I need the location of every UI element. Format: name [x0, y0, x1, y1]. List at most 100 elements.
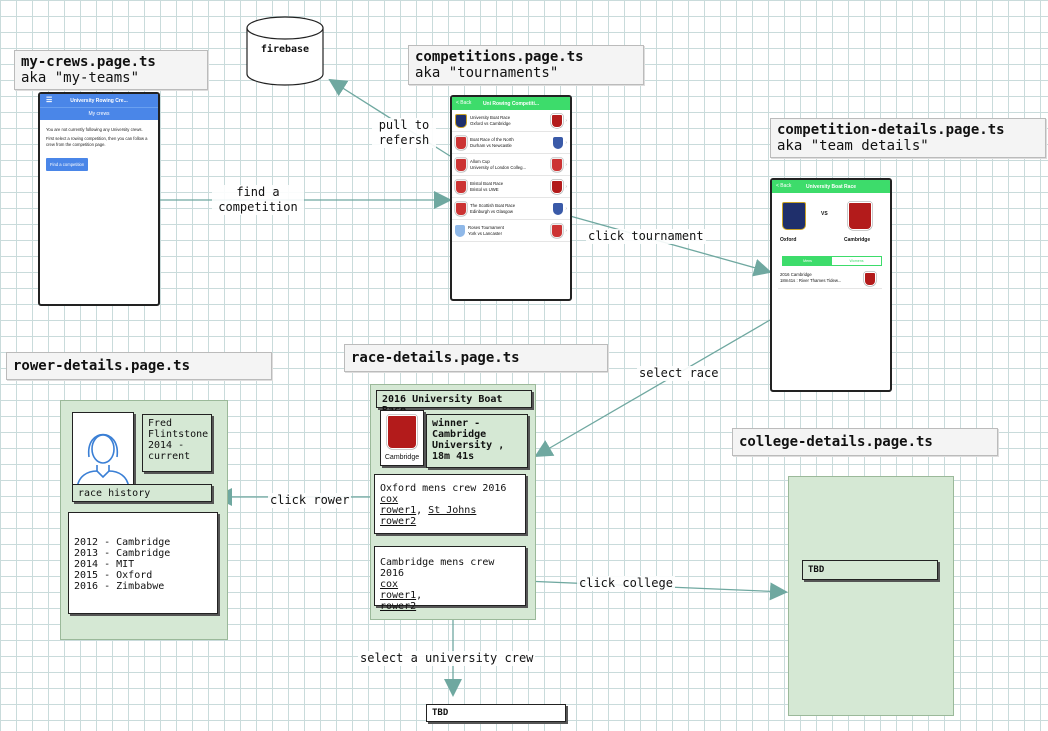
separator: ,: [416, 505, 429, 516]
app-title: University Boat Race: [805, 183, 857, 190]
tab-my-crews[interactable]: My crews: [40, 107, 158, 120]
history-item: 2012 - Cambridge: [74, 537, 171, 548]
right-crest-icon: [551, 113, 564, 128]
vs-label: VS: [821, 211, 828, 217]
title-race-details: race-details.page.ts: [344, 344, 608, 372]
page-alias: aka "tournaments": [415, 65, 559, 81]
right-crest-icon: [551, 223, 564, 238]
empty-message: You are not currently following any Univ…: [46, 127, 143, 132]
label-find-competition: find a competition: [212, 185, 304, 215]
competition-name: Bristol Boat Race: [470, 181, 504, 187]
chevron-right-icon: ›: [565, 183, 567, 190]
rower1-link[interactable]: rower1: [380, 505, 417, 516]
rower2-link[interactable]: rower2: [380, 601, 417, 612]
crew-card-oxford[interactable]: Oxford mens crew 2016 cox rower1, St Joh…: [374, 474, 526, 534]
cox-link[interactable]: cox: [380, 579, 399, 590]
page-file-name: rower-details.page.ts: [13, 358, 191, 374]
back-button[interactable]: < Back: [776, 183, 792, 189]
hamburger-menu-icon[interactable]: ☰: [46, 97, 53, 104]
competition-name: Boat Race of the North: [470, 137, 514, 143]
app-title: Uni Rowing Competiti...: [482, 100, 540, 107]
rower1-link[interactable]: rower1: [380, 590, 417, 601]
college-link[interactable]: St Johns: [428, 505, 477, 516]
crew-title: Oxford mens crew 2016: [380, 483, 507, 494]
page-file-name: my-crews.page.ts: [21, 54, 156, 70]
race-title: 2016 Cambridge: [780, 272, 812, 277]
label-select-race: select race: [637, 366, 721, 381]
find-competition-button[interactable]: Find a competition: [46, 158, 89, 171]
back-button[interactable]: < Back: [456, 100, 472, 106]
race-list-item[interactable]: 2016 Cambridge 18m41s : River Thames Tid…: [778, 270, 882, 289]
chevron-right-icon: ›: [565, 139, 567, 146]
winner-crest-icon: [864, 272, 876, 286]
firebase-label: firebase: [260, 44, 310, 55]
app-header: < Back Uni Rowing Competiti...: [452, 97, 570, 110]
crew-title: Cambridge mens crew 2016: [380, 557, 495, 579]
cambridge-crest-icon: [848, 202, 872, 230]
page-file-name: race-details.page.ts: [351, 350, 520, 366]
separator: ,: [416, 590, 423, 601]
crew-card-cambridge[interactable]: Cambridge mens crew 2016 cox rower1, row…: [374, 546, 526, 612]
competition-teams: University of London Colleg...: [470, 164, 527, 170]
left-crest-icon: [455, 179, 467, 194]
rower2-link[interactable]: rower2: [380, 516, 417, 527]
competition-name: Allom Cup: [470, 159, 490, 165]
competition-details-screen: < Back University Boat Race VS Oxford Ca…: [770, 178, 892, 392]
right-crest-icon: [551, 179, 564, 194]
label-pull-refresh: pull to refersh: [372, 118, 436, 148]
chevron-right-icon: ›: [565, 161, 567, 168]
team1-label: Oxford: [780, 237, 797, 243]
avatar: [76, 433, 130, 492]
help-message: First select a rowing competition, then …: [46, 136, 148, 147]
history-item: 2015 - Oxford: [74, 570, 153, 581]
competition-name: Roses Tournament: [468, 225, 504, 231]
history-item: 2016 - Zimbabwe: [74, 581, 165, 592]
tab-womens[interactable]: Womens: [849, 259, 864, 263]
race-subtitle: 18m41s : River Thames Tidew...: [780, 278, 842, 283]
title-college-details: college-details.page.ts: [732, 428, 998, 456]
cox-link[interactable]: cox: [380, 494, 399, 505]
page-alias: aka "my-teams": [21, 70, 140, 86]
competition-teams: Durham vs Newcastle: [470, 142, 512, 148]
college-placeholder: TBD: [802, 560, 938, 580]
my-crews-screen: ☰ University Rowing Cre... My crews You …: [38, 92, 160, 306]
title-competition-details: competition-details.page.ts aka "team de…: [770, 118, 1046, 158]
app-title: University Rowing Cre...: [70, 97, 128, 104]
label-click-tournament: click tournament: [586, 229, 706, 244]
right-crest-icon: [551, 157, 564, 172]
edge-click-tournament: [569, 215, 772, 277]
label-click-rower: click rower: [268, 493, 352, 508]
winner-crest: Cambridge: [380, 410, 424, 466]
race-title: 2016 University Boat Race: [376, 390, 532, 416]
rower-row: rower1,: [380, 590, 520, 601]
history-item: 2013 - Cambridge: [74, 548, 171, 559]
college-details-panel: [788, 476, 954, 716]
title-my-crews: my-crews.page.ts aka "my-teams": [14, 50, 208, 90]
oxford-crest-icon: [782, 202, 806, 230]
title-rower-details: rower-details.page.ts: [6, 352, 272, 380]
page-file-name: college-details.page.ts: [739, 434, 933, 450]
winner-info: winner - Cambridge University , 18m 41s: [426, 414, 528, 468]
database-icon: [246, 16, 324, 86]
title-competitions: competitions.page.ts aka "tournaments": [408, 45, 644, 85]
app-header: ☰ University Rowing Cre...: [40, 94, 158, 107]
tab-mens[interactable]: Mens: [783, 257, 832, 265]
app-header: < Back University Boat Race: [772, 180, 890, 193]
right-crest-icon: [553, 202, 564, 215]
competitions-screen: < Back Uni Rowing Competiti... Universit…: [450, 95, 572, 301]
competition-teams: Edinburgh vs Glasgow: [470, 208, 513, 214]
label-select-crew: select a university crew: [358, 651, 536, 666]
university-crew-placeholder: TBD: [426, 704, 566, 722]
